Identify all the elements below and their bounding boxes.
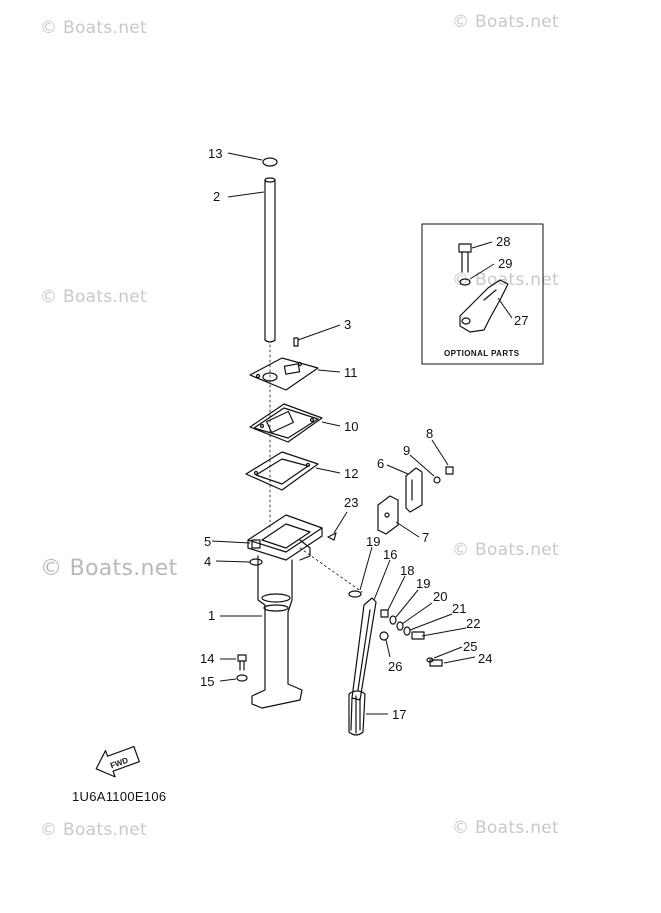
part-5-bolt bbox=[251, 539, 261, 549]
callout-27: 27 bbox=[514, 313, 528, 328]
watermark-mid-right: © Boats.net bbox=[452, 270, 560, 290]
callout-28: 28 bbox=[496, 234, 510, 249]
callout-9: 9 bbox=[403, 443, 410, 458]
callout-12: 12 bbox=[344, 466, 358, 481]
fwd-arrow bbox=[95, 746, 140, 778]
part-1-upper-casing bbox=[247, 514, 323, 709]
watermark-mid-left: © Boats.net bbox=[40, 287, 148, 307]
part-19-washer-upper bbox=[348, 590, 362, 598]
callout-6: 6 bbox=[377, 456, 384, 471]
callout-7: 7 bbox=[422, 530, 429, 545]
callout-8: 8 bbox=[426, 426, 433, 441]
part-12-gasket bbox=[245, 451, 319, 491]
callout-29: 29 bbox=[498, 256, 512, 271]
part-27-tiller-bracket bbox=[459, 279, 509, 333]
optional-parts-title: OPTIONAL PARTS bbox=[444, 349, 520, 358]
callout-13: 13 bbox=[208, 146, 222, 161]
part-13-oring bbox=[262, 157, 278, 167]
callout-19-lower: 19 bbox=[416, 576, 430, 591]
watermark-center-right: © Boats.net bbox=[452, 540, 560, 560]
diagram-code: 1U6A1100E106 bbox=[72, 789, 167, 804]
watermark-center-left: © Boats.net bbox=[40, 556, 178, 581]
part-7-bracket bbox=[377, 495, 399, 535]
callout-26: 26 bbox=[388, 659, 402, 674]
callout-24: 24 bbox=[478, 651, 492, 666]
callout-21: 21 bbox=[452, 601, 466, 616]
callout-4: 4 bbox=[204, 554, 211, 569]
part-24-screw bbox=[429, 659, 443, 667]
part-18-collar bbox=[380, 609, 389, 618]
part-28-bolt bbox=[458, 243, 472, 273]
callout-3: 3 bbox=[344, 317, 351, 332]
callout-22: 22 bbox=[466, 616, 480, 631]
part-6-lever-bracket bbox=[405, 467, 423, 513]
callout-23: 23 bbox=[344, 495, 358, 510]
part-4-washer bbox=[249, 558, 263, 566]
callout-25: 25 bbox=[463, 639, 477, 654]
callout-18: 18 bbox=[400, 563, 414, 578]
part-3-dowel-pin bbox=[293, 337, 299, 347]
watermark-top-left: © Boats.net bbox=[40, 18, 148, 38]
callout-10: 10 bbox=[344, 419, 358, 434]
part-19-washer-lower bbox=[389, 615, 397, 625]
part-29-washer bbox=[459, 278, 471, 286]
callout-14: 14 bbox=[200, 651, 214, 666]
fwd-label: FWD bbox=[109, 756, 129, 771]
part-14-bolt bbox=[237, 654, 247, 671]
part-26-nut bbox=[379, 631, 389, 641]
callout-20: 20 bbox=[433, 589, 447, 604]
callout-19-upper: 19 bbox=[366, 534, 380, 549]
callout-16: 16 bbox=[383, 547, 397, 562]
callout-11: 11 bbox=[344, 365, 358, 380]
callout-2: 2 bbox=[213, 189, 220, 204]
part-2-drive-shaft bbox=[264, 177, 276, 343]
part-23-clip bbox=[327, 532, 337, 541]
part-10-plate bbox=[249, 403, 323, 443]
watermark-bottom-right: © Boats.net bbox=[452, 818, 560, 838]
part-9-washer bbox=[433, 476, 441, 484]
part-15-washer bbox=[236, 674, 248, 682]
callout-5: 5 bbox=[204, 534, 211, 549]
part-11-gasket bbox=[249, 357, 319, 391]
watermark-bottom-left: © Boats.net bbox=[40, 820, 148, 840]
part-21-spring bbox=[403, 626, 411, 636]
callout-17: 17 bbox=[392, 707, 406, 722]
optional-parts-box bbox=[421, 223, 544, 365]
callout-15: 15 bbox=[200, 674, 214, 689]
part-17-grip bbox=[348, 690, 366, 736]
part-20-washer bbox=[396, 621, 404, 631]
part-16-shift-lever bbox=[351, 597, 377, 701]
watermark-top-right: © Boats.net bbox=[452, 12, 560, 32]
part-8-bolt bbox=[445, 466, 454, 475]
callout-1: 1 bbox=[208, 608, 215, 623]
